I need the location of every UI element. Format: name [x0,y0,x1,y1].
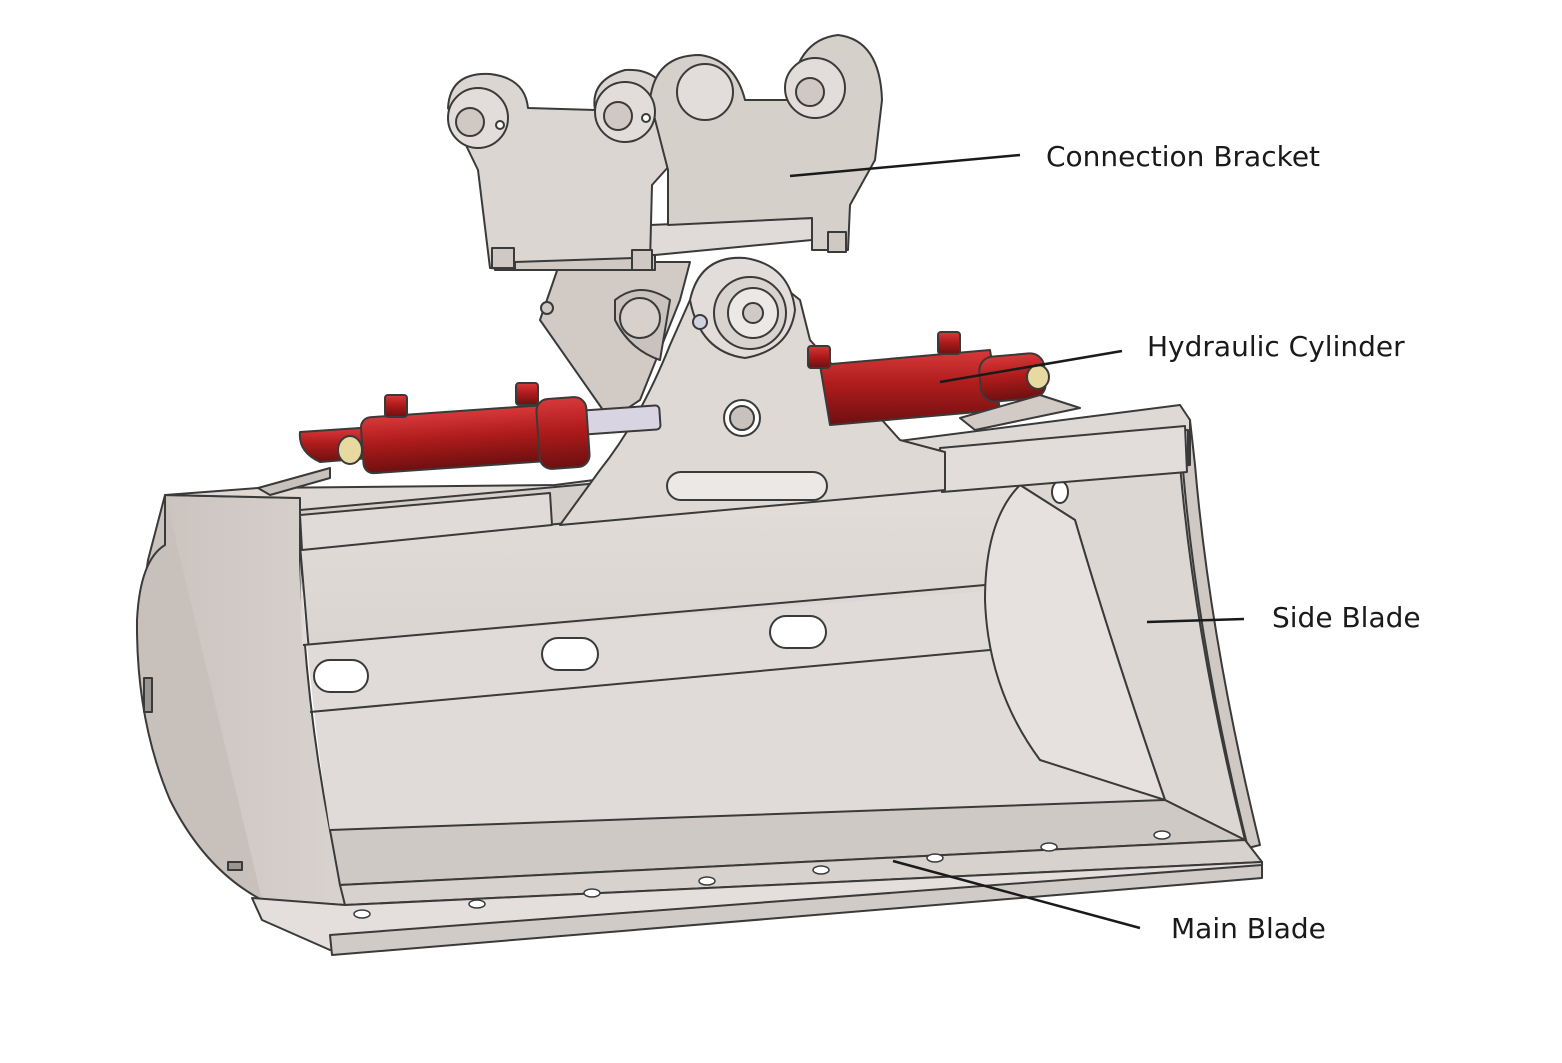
leader-hydraulic-cylinder [939,349,1123,384]
connection-bracket-label: Connection Bracket [1046,140,1321,173]
leader-side-blade [1146,617,1245,624]
pivot-hub [540,256,796,361]
leader-connection-bracket [789,153,1021,178]
side-blade-label: Side Blade [1272,601,1421,634]
left-hydraulic-cylinder [298,382,662,475]
leader-main-blade [892,859,1141,930]
connection-bracket [447,34,883,271]
hydraulic-cylinder-label: Hydraulic Cylinder [1147,330,1405,363]
main-blade-label: Main Blade [1171,912,1326,945]
left-side-shell [135,494,346,906]
right-hydraulic-cylinder [807,331,1081,431]
main-blade [251,799,1263,956]
